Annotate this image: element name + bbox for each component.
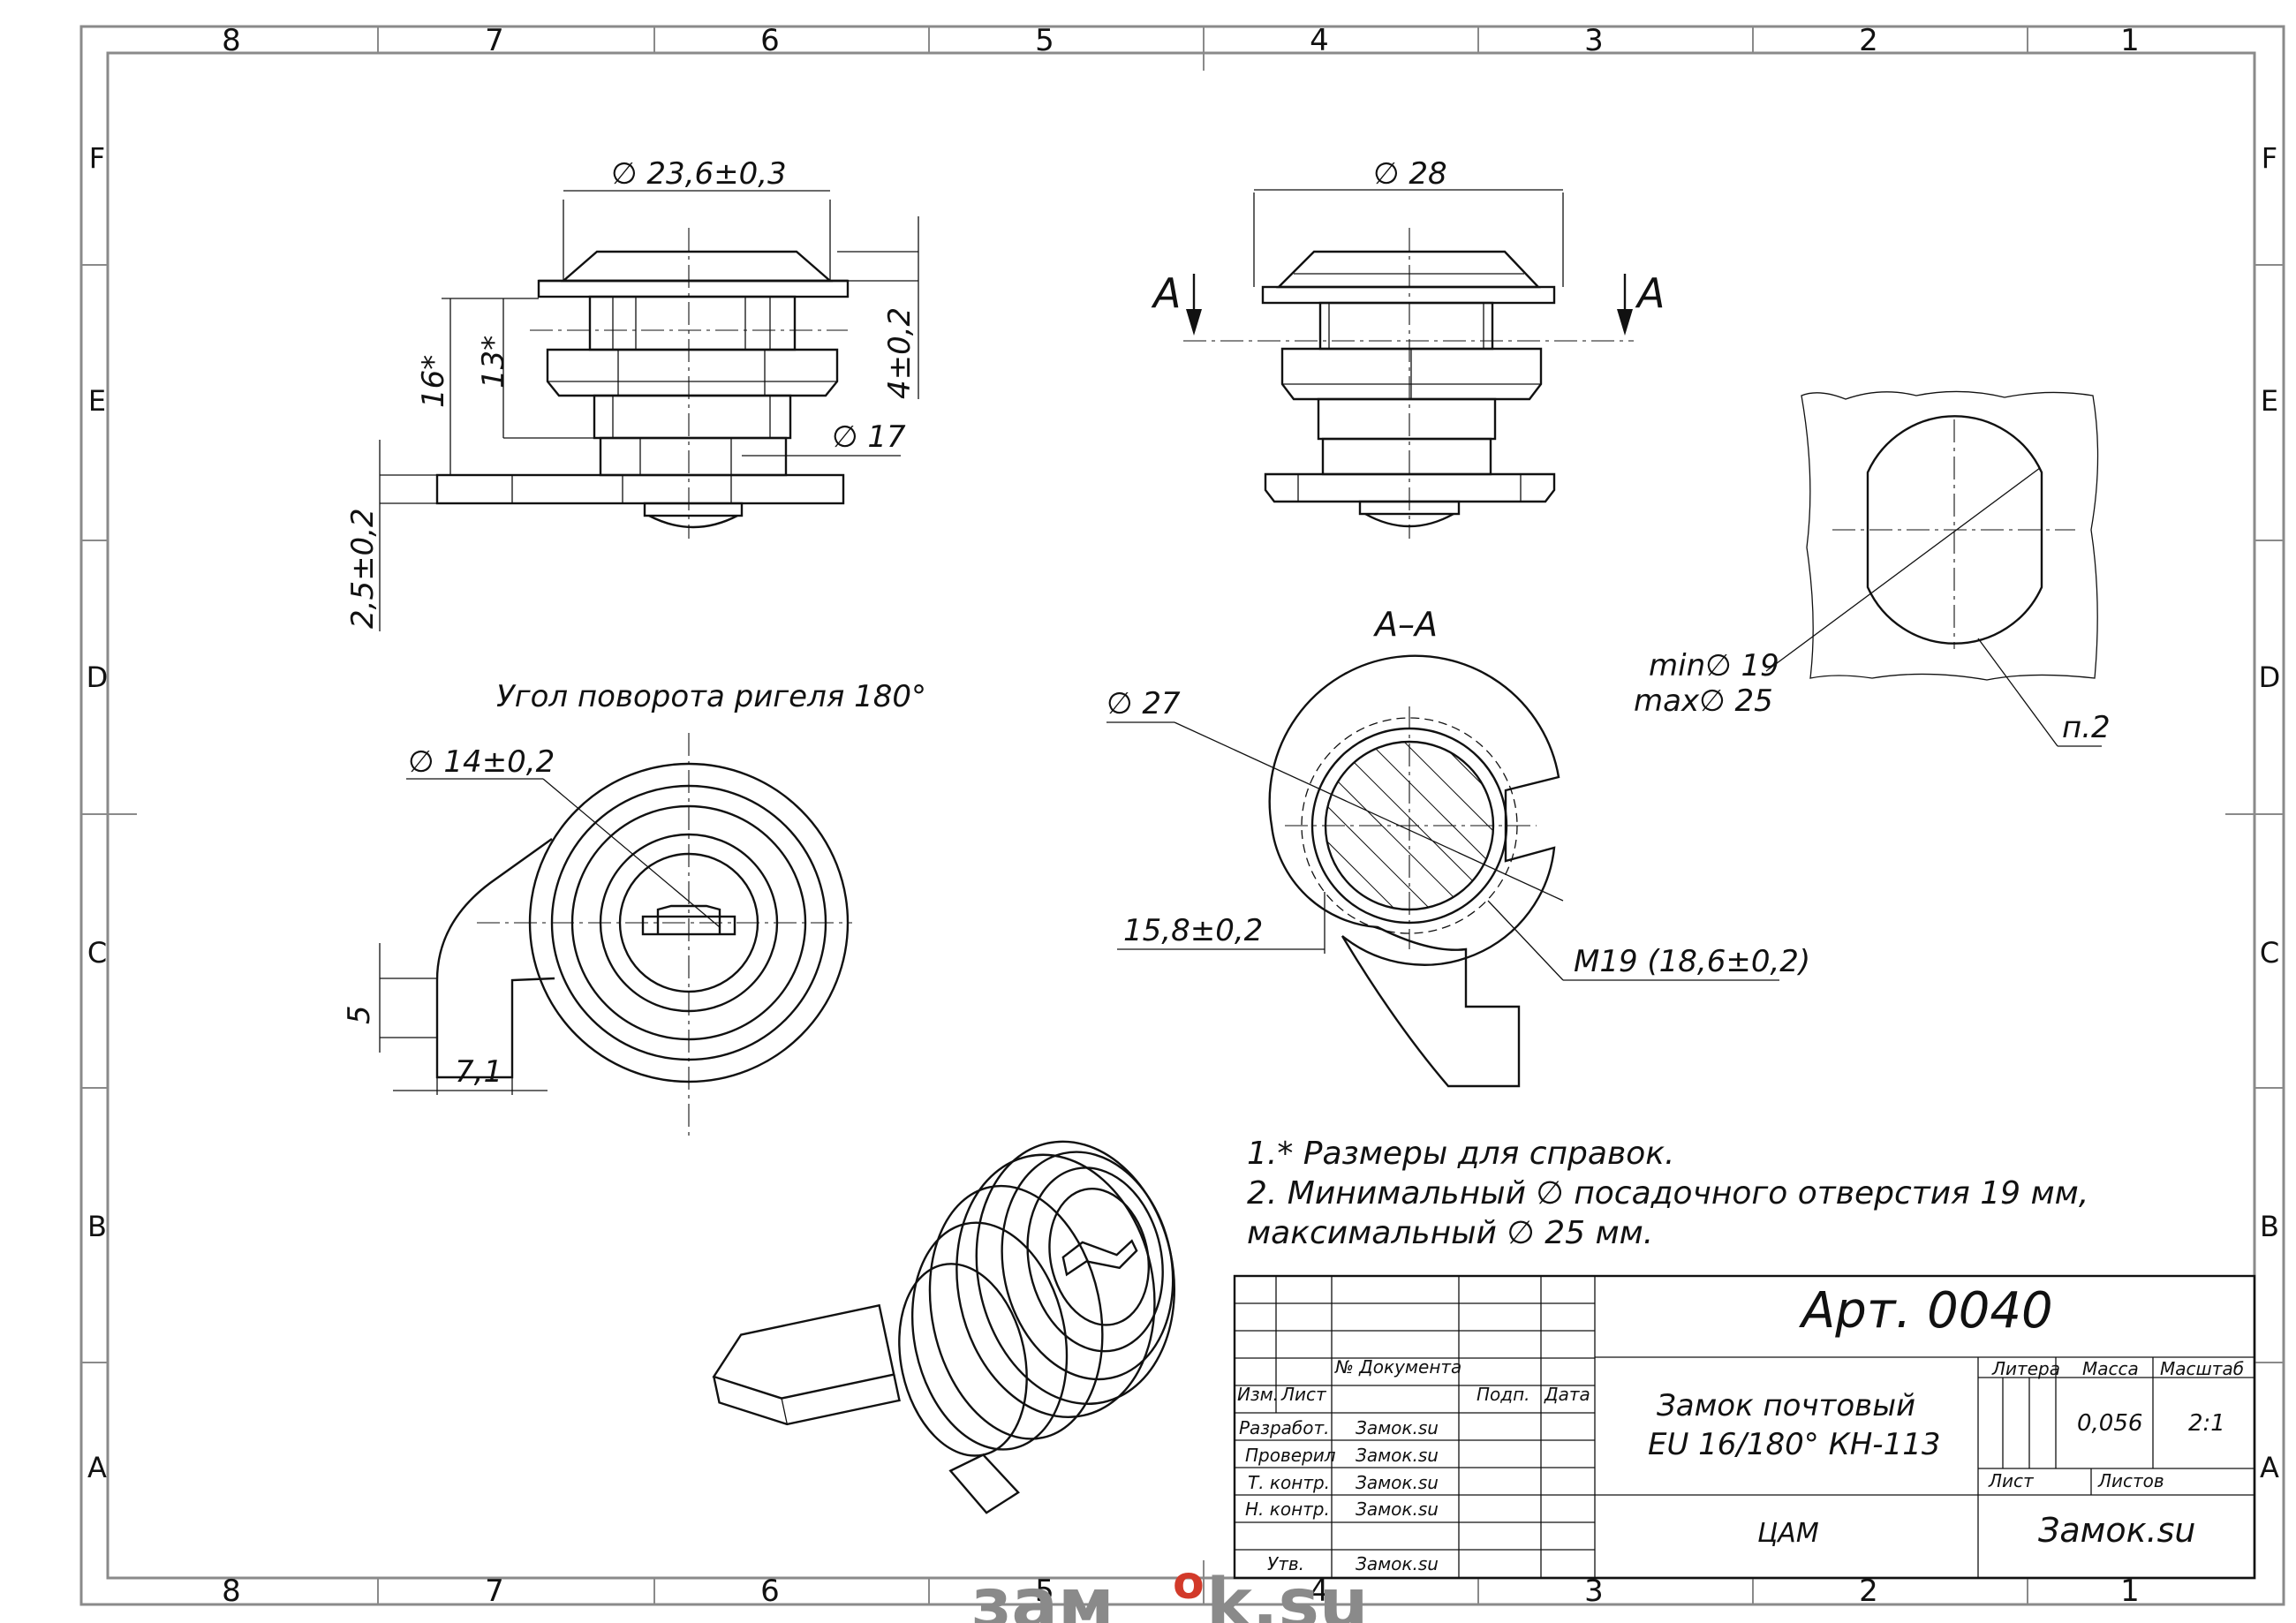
- logo-right: k.su: [1206, 1565, 1368, 1623]
- zone-labels-bottom: 8 7 6 5 4 3 2 1: [222, 1574, 2140, 1609]
- zone-row-d-right: D: [2259, 661, 2281, 694]
- role-proveril: Проверил: [1245, 1445, 1336, 1466]
- zone-col-1: 1: [2120, 23, 2140, 58]
- zone-row-c-right: C: [2260, 936, 2279, 970]
- rear-view: [379, 733, 852, 1139]
- header-data: Дата: [1544, 1384, 1590, 1405]
- header-list: Лист: [1280, 1384, 1327, 1405]
- zone-col-3-bottom: 3: [1584, 1574, 1604, 1609]
- isometric-view: [712, 1140, 1176, 1514]
- zone-col-3: 3: [1584, 23, 1604, 58]
- header-list2: Лист: [1988, 1470, 2035, 1491]
- dim-cam-5: 5: [342, 1005, 377, 1024]
- role-proveril-name: Замок.su: [1356, 1445, 1439, 1466]
- material: ЦАМ: [1757, 1518, 1819, 1549]
- header-izm: Изм.: [1237, 1384, 1279, 1405]
- role-utv: Утв.: [1267, 1553, 1304, 1574]
- site-logo: зам о k.su: [971, 1557, 1368, 1623]
- header-litera: Литера: [1991, 1358, 2060, 1379]
- dim-head-4: 4±0,2: [882, 307, 918, 399]
- dim-hole-min: min∅ 19: [1649, 648, 1779, 683]
- zone-labels-sides: F E D C B A F E D C B A: [87, 141, 2281, 1484]
- front-view: [379, 190, 919, 631]
- roles-list: Разработ. Замок.su Проверил Замок.su Т. …: [1239, 1417, 1439, 1574]
- header-masshtab: Масштаб: [2160, 1358, 2244, 1379]
- zone-row-a: A: [87, 1451, 107, 1484]
- dim-section-27: ∅ 27: [1106, 686, 1181, 721]
- product-name-1: Замок почтовый: [1657, 1388, 1915, 1423]
- note-line-3: максимальный ∅ 25 мм.: [1247, 1215, 1653, 1251]
- zone-row-b: B: [87, 1210, 107, 1243]
- dim-flange-diameter: ∅ 23,6±0,3: [611, 156, 787, 192]
- dim-height-13: 13*: [476, 336, 511, 389]
- dim-nut-17: ∅ 17: [832, 419, 906, 455]
- header-doc-no: № Документа: [1334, 1356, 1461, 1378]
- section-hatch: [1325, 742, 1493, 910]
- role-utv-name: Замок.su: [1356, 1553, 1439, 1574]
- role-razrab-name: Замок.su: [1356, 1417, 1439, 1438]
- header-listov: Листов: [2097, 1470, 2164, 1491]
- drawing-frame: 8 7 6 5 4 3 2 1 8 7 6 5 4 3 2 1 F E D C …: [79, 23, 2285, 1609]
- zone-col-4: 4: [1310, 23, 1329, 58]
- zone-col-1-bottom: 1: [2120, 1574, 2140, 1609]
- dim-thread: M19 (18,6±0,2): [1574, 944, 1810, 979]
- zone-col-8: 8: [222, 23, 241, 58]
- role-nkontr-name: Замок.su: [1356, 1498, 1439, 1520]
- logo-left: зам: [971, 1565, 1114, 1623]
- dim-section-158: 15,8±0,2: [1123, 913, 1263, 948]
- section-title: A–A: [1372, 605, 1438, 644]
- title-block: [1233, 1274, 2256, 1580]
- zone-col-6-bottom: 6: [760, 1574, 780, 1609]
- role-nkontr: Н. контр.: [1245, 1498, 1330, 1520]
- zone-row-a-right: A: [2260, 1451, 2279, 1484]
- note-line-2: 2. Минимальный ∅ посадочного отверстия 1…: [1247, 1175, 2088, 1212]
- zone-col-5-bottom: 5: [1035, 1574, 1054, 1609]
- header-massa: Масса: [2082, 1358, 2139, 1379]
- side-view: [1183, 189, 1634, 539]
- zone-col-7: 7: [485, 23, 504, 58]
- zone-col-2-bottom: 2: [1859, 1574, 1878, 1609]
- scale-value: 2:1: [2188, 1410, 2225, 1437]
- note-line-1: 1.* Размеры для справок.: [1247, 1136, 1674, 1172]
- rotation-note: Угол поворота ригеля 180°: [496, 679, 926, 714]
- product-name-2: EU 16/180° КН-113: [1648, 1427, 1940, 1462]
- zone-row-b-right: B: [2260, 1210, 2279, 1243]
- zone-col-6: 6: [760, 23, 780, 58]
- dim-thickness-25: 2,5±0,2: [345, 508, 381, 629]
- section-mark-right: A: [1635, 269, 1665, 317]
- article-number: Арт. 0040: [1799, 1282, 2053, 1340]
- zone-col-2: 2: [1859, 23, 1878, 58]
- zone-row-f: F: [89, 141, 105, 175]
- zone-col-5: 5: [1035, 23, 1054, 58]
- dim-cam-71: 7,1: [455, 1054, 502, 1090]
- role-tkontr: Т. контр.: [1248, 1472, 1330, 1493]
- zone-row-f-right: F: [2262, 141, 2277, 175]
- zone-row-d: D: [87, 661, 109, 694]
- zone-row-e: E: [88, 384, 106, 418]
- zone-col-8-bottom: 8: [222, 1574, 241, 1609]
- section-mark-left: A: [1151, 269, 1181, 317]
- role-tkontr-name: Замок.su: [1356, 1472, 1439, 1493]
- mounting-hole-view: [1765, 390, 2102, 747]
- zone-row-c: C: [87, 936, 107, 970]
- logo-o: о: [1173, 1557, 1205, 1610]
- header-podp: Подп.: [1477, 1384, 1530, 1405]
- note-reference: п.2: [2062, 710, 2111, 745]
- dim-hole-max: max∅ 25: [1634, 683, 1773, 719]
- dim-head-28: ∅ 28: [1373, 156, 1447, 192]
- zone-col-4-bottom: 4: [1310, 1574, 1329, 1609]
- company-name: Замок.su: [2038, 1511, 2195, 1550]
- dim-key-14: ∅ 14±0,2: [408, 744, 555, 780]
- dim-height-16: 16*: [416, 355, 451, 408]
- role-razrab: Разработ.: [1239, 1417, 1329, 1438]
- zone-col-7-bottom: 7: [485, 1574, 504, 1609]
- mass-value: 0,056: [2077, 1410, 2142, 1437]
- zone-row-e-right: E: [2261, 384, 2278, 418]
- zone-labels-top: 8 7 6 5 4 3 2 1: [222, 23, 2140, 58]
